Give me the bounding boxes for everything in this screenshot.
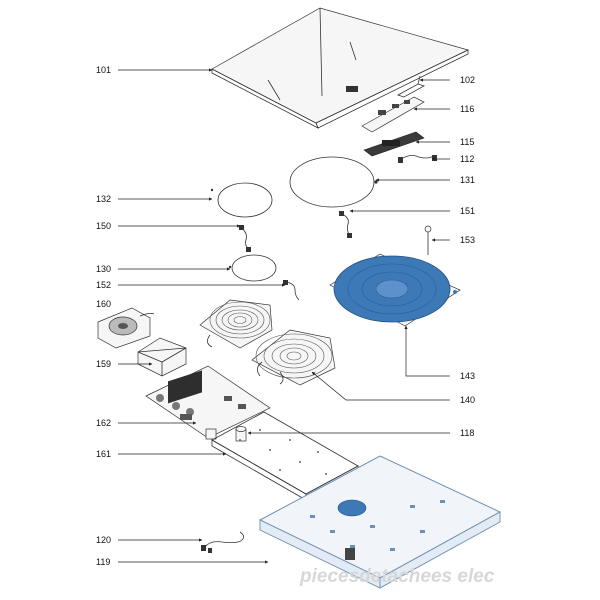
part-label-130: 130 [96,264,111,274]
part-label-162: 162 [96,418,111,428]
sensor-ring-drawing [210,182,273,218]
part-label-116: 116 [460,104,474,114]
control-board-drawing [361,96,425,133]
small-sensor-ring-drawing [228,254,277,282]
twin-induction-coil-assembly-drawing [199,299,336,386]
sensor-wire-150-drawing [239,225,251,252]
fan-cover-drawing [137,337,187,377]
part-label-161: 161 [96,449,111,459]
part-label-120: 120 [96,535,111,545]
grommet-drawing [205,428,217,440]
power-board-drawing [145,365,271,439]
part-label-150: 150 [96,221,111,231]
large-induction-coil-plate-drawing [329,253,461,327]
large-temperature-sensor-ring-drawing [289,156,378,208]
part-label-119: 119 [96,557,110,567]
part-label-153: 153 [460,235,475,245]
spacer-118-drawing [235,426,247,442]
watermark: piecesdetachees elec [299,566,495,587]
part-label-131: 131 [460,175,475,185]
ribbon-cable-drawing [398,155,437,163]
part-label-118: 118 [460,428,474,438]
leader-lines [118,68,450,564]
part-label-112: 112 [460,154,474,164]
sensor-wire-151-drawing [339,211,352,238]
part-label-115: 115 [460,137,474,147]
plug-153-drawing [424,225,432,255]
part-label-151: 151 [460,206,475,216]
glass-top-plate-drawing [211,7,469,129]
mains-cable-drawing [201,531,244,553]
part-label-102: 102 [460,75,475,85]
board-bracket-drawing [363,131,425,157]
control-strip-drawing [397,75,425,98]
part-label-140: 140 [460,395,475,405]
part-label-159: 159 [96,359,111,369]
base-chassis-drawing [258,455,502,589]
part-number-labels: 101 102 116 115 112 131 132 151 150 153 … [96,65,475,567]
part-label-143: 143 [460,371,475,381]
part-label-101: 101 [96,65,111,75]
cooling-fan-drawing [97,307,155,349]
sensor-wire-152-drawing [283,280,300,301]
part-label-132: 132 [96,194,111,204]
part-label-160: 160 [96,299,111,309]
part-label-152: 152 [96,280,111,290]
